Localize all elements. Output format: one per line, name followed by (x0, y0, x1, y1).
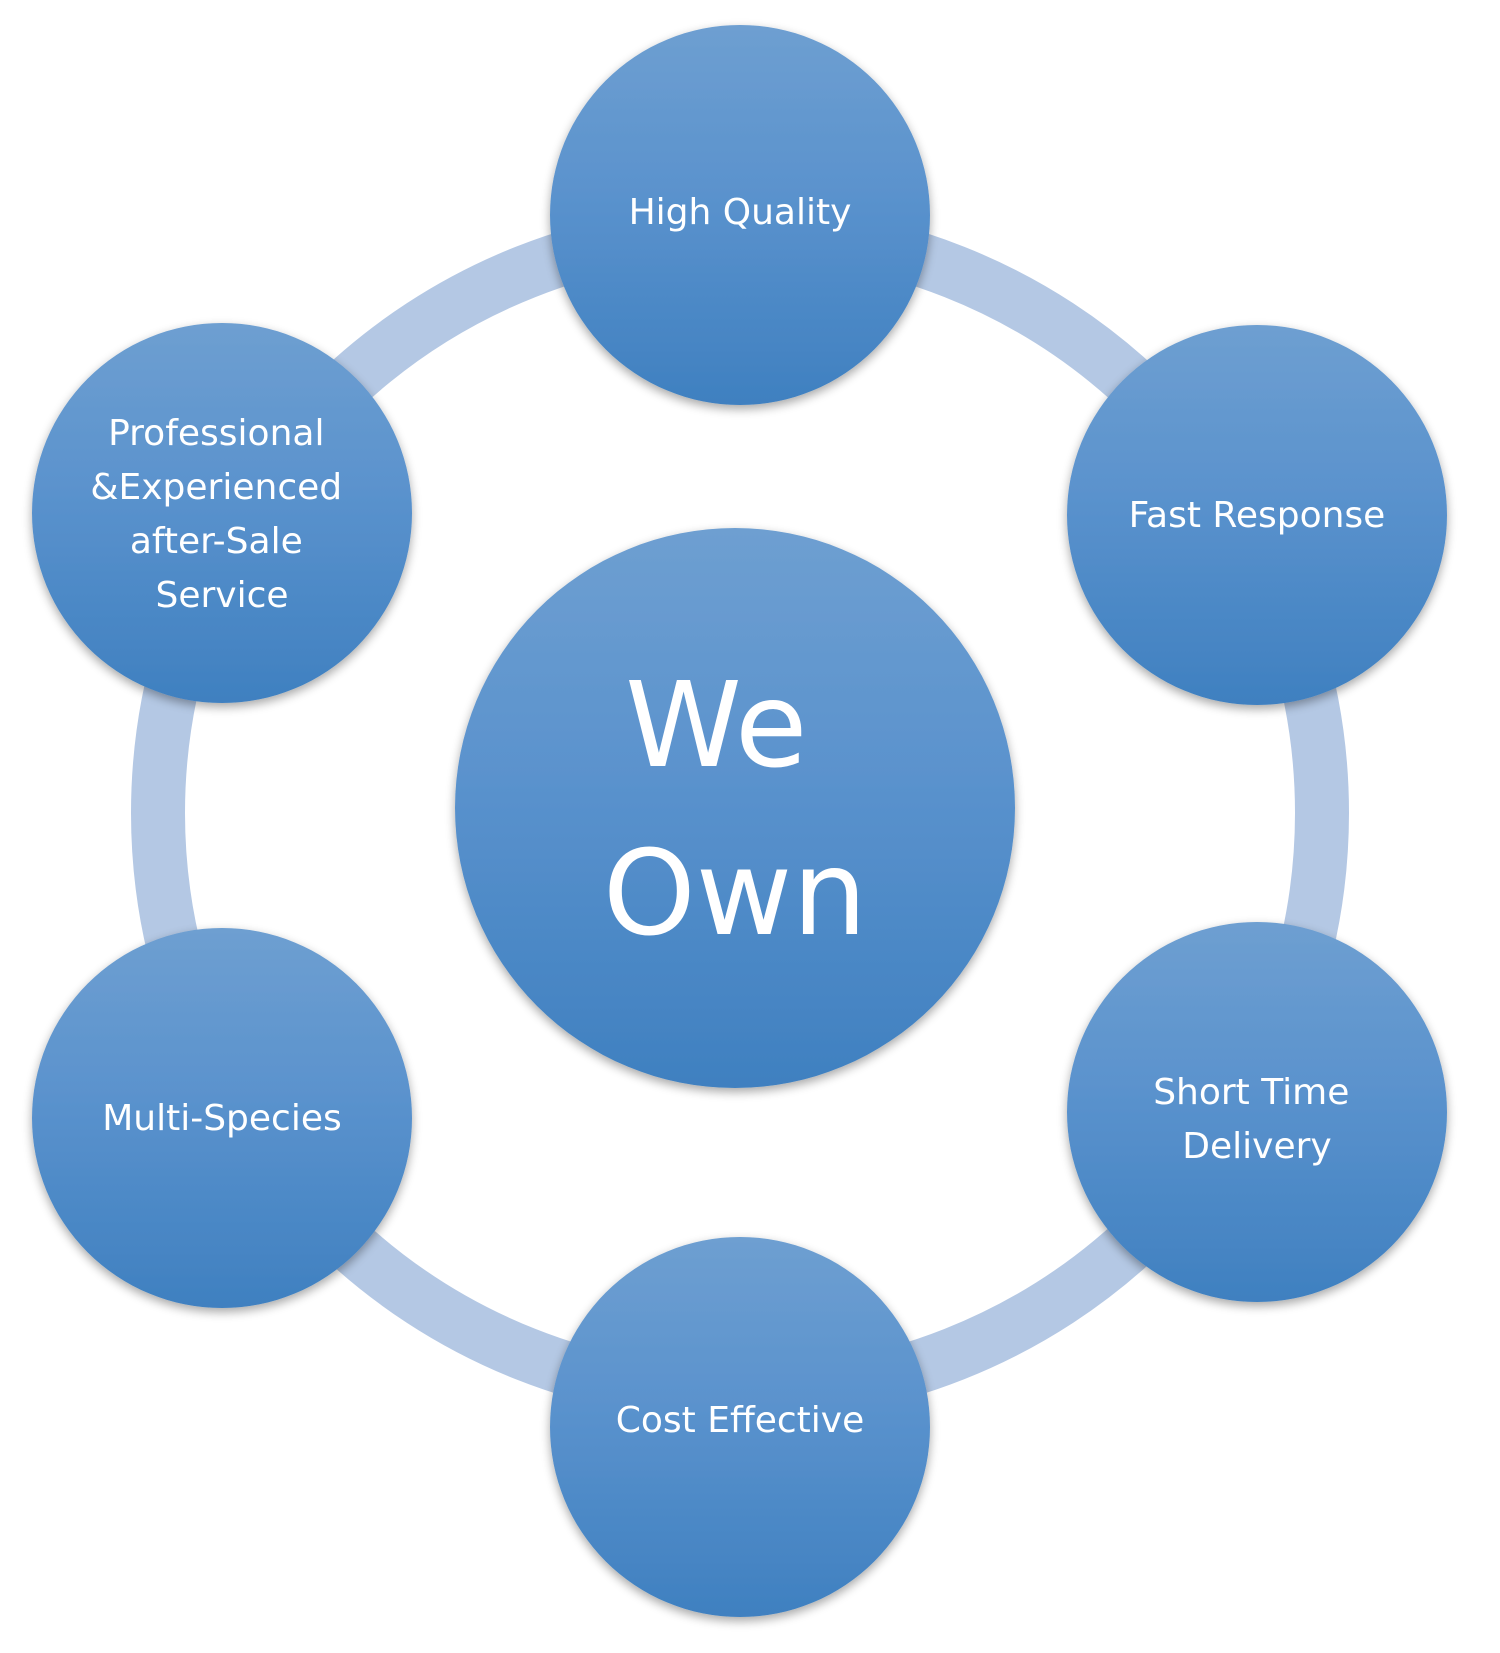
node-label-line: High Quality (629, 192, 852, 233)
node-high-quality (550, 25, 930, 405)
node-professional-service (32, 323, 412, 703)
node-label-line: Delivery (1182, 1126, 1331, 1167)
node-professional-service-label: Professional &Experienced after-Sale Ser… (90, 413, 353, 616)
node-label-line: Multi-Species (102, 1098, 342, 1139)
node-label-line: Professional (108, 413, 324, 454)
node-label-line: &Experienced (90, 467, 342, 508)
node-short-time-delivery-label: Short Time Delivery (1153, 1072, 1361, 1167)
node-label-line: Service (155, 575, 288, 616)
node-label-line: after-Sale (130, 521, 303, 562)
node-multi-species-label: Multi-Species (102, 1098, 342, 1139)
node-short-time-delivery (1067, 922, 1447, 1302)
node-fast-response-label: Fast Response (1129, 495, 1386, 536)
node-label-line: Fast Response (1129, 495, 1386, 536)
node-cost-effective (550, 1237, 930, 1617)
center-circle (455, 528, 1015, 1088)
node-cost-effective-label: Cost Effective (616, 1400, 865, 1441)
node-high-quality-label: High Quality (629, 192, 852, 233)
center-label-line: Own (603, 824, 867, 962)
node-multi-species (32, 928, 412, 1308)
node-label-line: Short Time (1153, 1072, 1349, 1113)
node-fast-response (1067, 325, 1447, 705)
center-label-line: We (625, 656, 807, 794)
node-label-line: Cost Effective (616, 1400, 865, 1441)
center-label: We Own (603, 656, 867, 962)
